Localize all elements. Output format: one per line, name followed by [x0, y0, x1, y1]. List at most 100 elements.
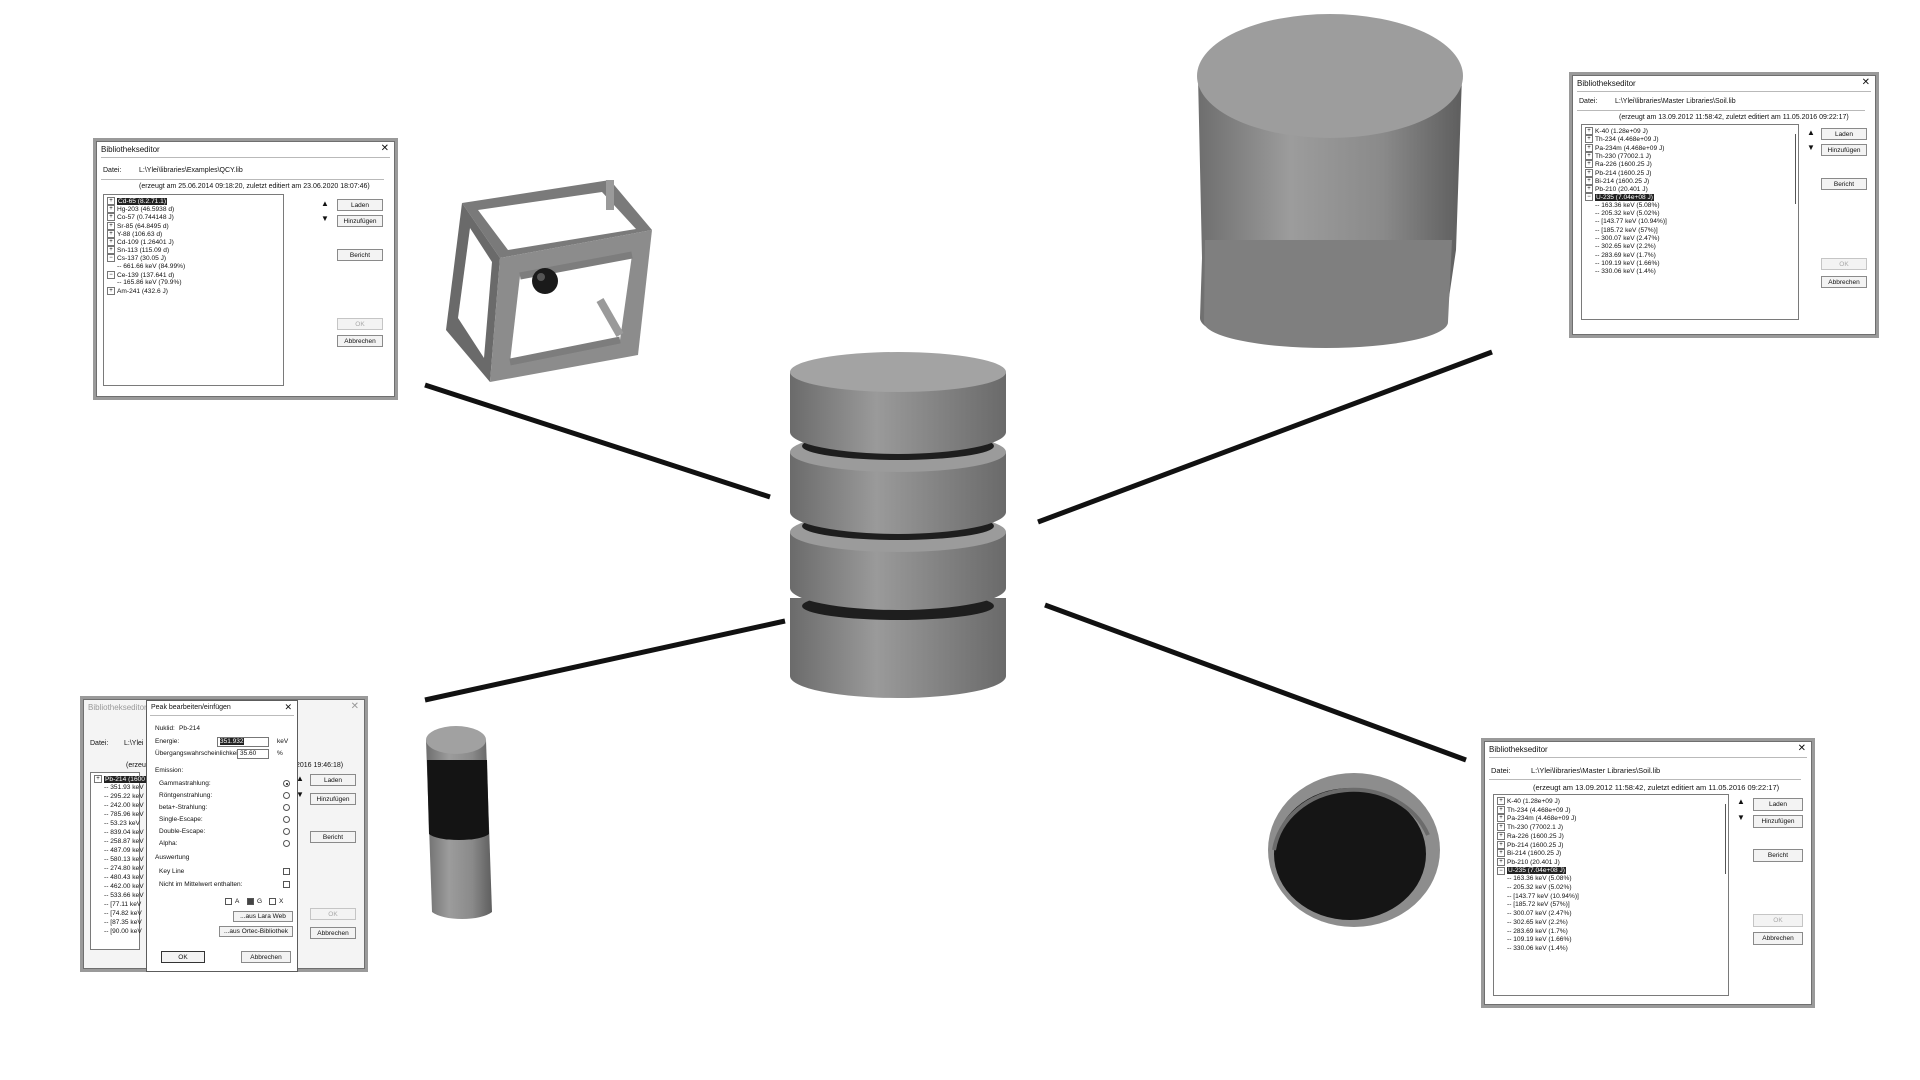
tree-nuclide-row[interactable]: +Th-234 (4.468e+09 J): [1585, 135, 1659, 144]
tree-nuclide-row[interactable]: +Pb-210 (20.401 J): [1497, 857, 1560, 867]
report-button[interactable]: Bericht: [1753, 849, 1803, 862]
emission-single-escape-radio[interactable]: [283, 816, 290, 823]
tree-peak-row[interactable]: -- 480.43 keV: [94, 874, 144, 882]
tree-nuclide-row[interactable]: +K-40 (1.28e+09 J): [1585, 127, 1648, 136]
expand-icon[interactable]: +: [1585, 135, 1593, 144]
tree-peak-row[interactable]: -- 205.32 keV (5.02%): [1585, 210, 1660, 218]
move-up-icon[interactable]: ▲: [1737, 797, 1745, 806]
emission-alpha-radio[interactable]: [283, 840, 290, 847]
tree-nuclide-row[interactable]: +Sn-113 (115.09 d): [107, 246, 169, 255]
tree-peak-row[interactable]: -- 661.66 keV (84.99%): [107, 263, 185, 271]
tree-nuclide-row[interactable]: +Pb-214 (1600.25 J): [1585, 168, 1651, 178]
tree-peak-row[interactable]: -- [185.72 keV (57%)]: [1497, 901, 1570, 909]
tree-nuclide-row[interactable]: +Th-234 (4.468e+09 J): [1497, 805, 1571, 815]
tree-nuclide-row[interactable]: +Pb-214 (1600: [94, 775, 146, 784]
expand-icon[interactable]: +: [107, 229, 115, 238]
tree-peak-row[interactable]: -- [185.72 keV (57%)]: [1585, 227, 1658, 235]
move-up-icon[interactable]: ▲: [1807, 128, 1815, 137]
expand-icon[interactable]: +: [107, 213, 115, 222]
tree-nuclide-row[interactable]: +Pb-214 (1600.25 J): [1497, 840, 1563, 850]
tree-nuclide-row[interactable]: +Hg-203 (46.5938 d): [107, 205, 174, 214]
nuclide-tree[interactable]: +K-40 (1.28e+09 J)+Th-234 (4.468e+09 J)+…: [1493, 794, 1729, 996]
expand-icon[interactable]: +: [1497, 840, 1505, 849]
expand-icon[interactable]: +: [107, 197, 115, 205]
tree-scrollbar[interactable]: [1725, 804, 1726, 874]
key-line-checkbox[interactable]: [283, 868, 290, 875]
tree-peak-row[interactable]: -- 109.19 keV (1.66%): [1585, 260, 1660, 268]
close-icon[interactable]: ✕: [380, 143, 389, 154]
report-button[interactable]: Bericht: [337, 249, 383, 261]
tree-peak-row[interactable]: -- 163.36 keV (5.08%): [1497, 875, 1572, 883]
add-button[interactable]: Hinzufügen: [1753, 815, 1803, 828]
tree-nuclide-row[interactable]: +Sr-85 (64.8495 d): [107, 221, 169, 231]
expand-icon[interactable]: +: [94, 775, 102, 783]
tree-nuclide-row[interactable]: +Th-230 (77002.1 J): [1585, 151, 1651, 161]
tree-nuclide-row[interactable]: +Th-230 (77002.1 J): [1497, 823, 1563, 832]
emission-gamma-radio[interactable]: [283, 780, 290, 787]
tree-nuclide-row[interactable]: +Cd-109 (1.26401 J): [107, 238, 174, 247]
probability-input[interactable]: 35.60: [237, 749, 269, 759]
close-icon[interactable]: ✕: [1861, 77, 1870, 88]
tree-peak-row[interactable]: -- 53.23 keV: [94, 820, 140, 828]
tree-nuclide-row[interactable]: +Cd-65 (8.2.71.1): [107, 197, 168, 206]
nuclide-tree[interactable]: +K-40 (1.28e+09 J)+Th-234 (4.468e+09 J)+…: [1581, 124, 1799, 320]
tree-peak-row[interactable]: -- 274.80 keV: [94, 865, 144, 873]
collapse-icon[interactable]: −: [107, 254, 115, 263]
expand-icon[interactable]: +: [107, 221, 115, 230]
tree-peak-row[interactable]: -- 165.86 keV (79.9%): [107, 279, 182, 287]
expand-icon[interactable]: +: [1585, 168, 1593, 177]
collapse-icon[interactable]: −: [107, 270, 115, 279]
tree-nuclide-row[interactable]: +K-40 (1.28e+09 J): [1497, 797, 1560, 806]
tree-nuclide-row[interactable]: +Co-57 (0.744148 J): [107, 213, 174, 222]
tree-peak-row[interactable]: -- 351.93 keV: [94, 784, 144, 792]
tree-peak-row[interactable]: -- [74.82 keV: [94, 910, 142, 918]
tree-peak-row[interactable]: -- 785.96 keV: [94, 811, 144, 819]
expand-icon[interactable]: +: [1497, 797, 1505, 805]
ok-button[interactable]: OK: [337, 318, 383, 330]
expand-icon[interactable]: +: [1585, 185, 1593, 194]
tree-peak-row[interactable]: -- 109.19 keV (1.66%): [1497, 936, 1572, 944]
load-button[interactable]: Laden: [337, 199, 383, 211]
tree-peak-row[interactable]: -- 283.69 keV (1.7%): [1497, 928, 1568, 936]
expand-icon[interactable]: +: [1497, 857, 1505, 866]
close-icon[interactable]: ✕: [350, 701, 359, 712]
expand-icon[interactable]: +: [107, 238, 115, 246]
expand-icon[interactable]: +: [1497, 805, 1505, 814]
tree-peak-row[interactable]: -- 302.65 keV (2.2%): [1497, 919, 1568, 927]
tree-peak-row[interactable]: -- 330.06 keV (1.4%): [1585, 268, 1656, 276]
tree-nuclide-row[interactable]: −U-235 (7.04e+08 J): [1585, 193, 1654, 202]
tree-peak-row[interactable]: -- 242.00 keV: [94, 802, 144, 810]
tree-nuclide-row[interactable]: −U-235 (7.04e+08 J): [1497, 866, 1566, 876]
tree-nuclide-row[interactable]: −Cs-137 (30.05 J): [107, 254, 166, 263]
check-g-box[interactable]: [247, 898, 254, 905]
collapse-icon[interactable]: −: [1585, 193, 1593, 202]
expand-icon[interactable]: +: [1497, 849, 1505, 858]
tree-peak-row[interactable]: -- [143.77 keV (10.94%)]: [1497, 893, 1579, 901]
tree-peak-row[interactable]: -- 295.22 keV: [94, 793, 144, 801]
expand-icon[interactable]: +: [1585, 176, 1593, 185]
close-icon[interactable]: ✕: [284, 702, 292, 712]
tree-nuclide-row[interactable]: +Bi-214 (1600.25 J): [1585, 176, 1649, 186]
emission-beta-radio[interactable]: [283, 804, 290, 811]
emission-double-escape-radio[interactable]: [283, 828, 290, 835]
tree-peak-row[interactable]: -- 300.07 keV (2.47%): [1585, 235, 1660, 243]
tree-nuclide-row[interactable]: +Y-88 (106.63 d): [107, 229, 162, 239]
close-icon[interactable]: ✕: [1797, 743, 1806, 754]
nuclide-tree[interactable]: +Cd-65 (8.2.71.1)+Hg-203 (46.5938 d)+Co-…: [103, 194, 284, 386]
tree-peak-row[interactable]: -- 163.36 keV (5.08%): [1585, 202, 1660, 210]
add-button[interactable]: Hinzufügen: [310, 793, 356, 805]
peak-cancel-button[interactable]: Abbrechen: [241, 951, 291, 963]
move-up-icon[interactable]: ▲: [296, 774, 304, 783]
from-lara-button[interactable]: ...aus Lara Web: [233, 911, 293, 922]
add-button[interactable]: Hinzufügen: [337, 215, 383, 227]
expand-icon[interactable]: +: [1497, 831, 1505, 840]
move-down-icon[interactable]: ▼: [296, 790, 304, 799]
expand-icon[interactable]: +: [1497, 814, 1505, 823]
emission-xray-radio[interactable]: [283, 792, 290, 799]
tree-nuclide-row[interactable]: +Ra-226 (1600.25 J): [1585, 160, 1652, 169]
expand-icon[interactable]: +: [1585, 127, 1593, 135]
expand-icon[interactable]: +: [1585, 160, 1593, 169]
tree-peak-row[interactable]: -- [77.11 keV: [94, 901, 141, 909]
load-button[interactable]: Laden: [310, 774, 356, 786]
tree-peak-row[interactable]: -- 487.09 keV: [94, 847, 144, 855]
